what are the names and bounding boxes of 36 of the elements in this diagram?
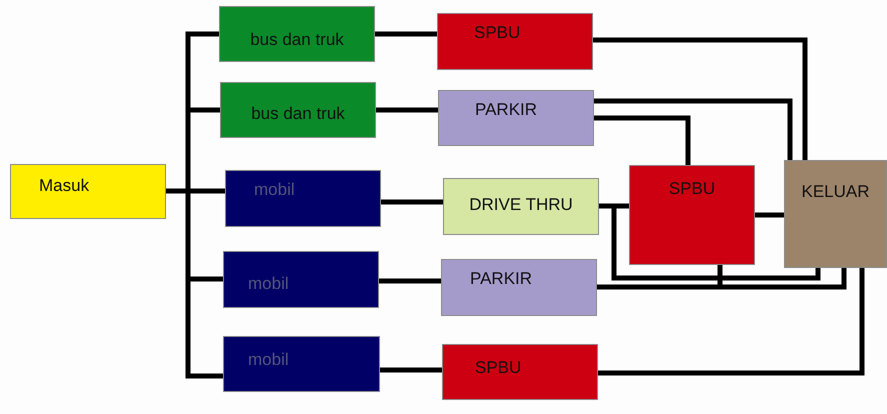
node-label: SPBU [475,357,522,378]
fuel-station-box [437,13,593,70]
node-label: mobil [248,349,289,370]
vehicle-box [225,170,381,227]
vehicle-box [223,336,380,392]
node-label: mobil [254,179,295,200]
node-label: KELUAR [801,181,870,202]
node-label: mobil [248,272,289,294]
node-label: DRIVE THRU [469,194,573,216]
vehicle-box [219,6,375,62]
vehicle-box [220,82,376,138]
node-label: bus dan truk [251,103,345,125]
fuel-station-box [629,165,755,265]
connector-line [593,38,808,160]
connector-line [594,98,792,160]
connector-line [375,32,437,36]
connector-line [381,200,443,204]
node-label: SPBU [668,178,716,200]
entry-box [10,164,166,219]
connector-line [594,116,690,165]
parking-box [441,259,597,316]
node-label: bus dan truk [250,29,344,51]
connector-line [376,108,438,112]
connector-line [598,268,864,376]
exit-box [784,160,887,268]
drive-thru-box [443,178,599,235]
parking-box [438,90,594,146]
node-label: PARKIR [470,268,532,290]
connector-line [379,278,441,284]
node-label: PARKIR [475,99,538,120]
connector-line [380,368,442,372]
node-label: Masuk [39,174,90,196]
node-label: SPBU [474,22,520,44]
connector-line [755,212,784,218]
fuel-station-box [442,344,598,400]
vehicle-box [223,251,379,308]
